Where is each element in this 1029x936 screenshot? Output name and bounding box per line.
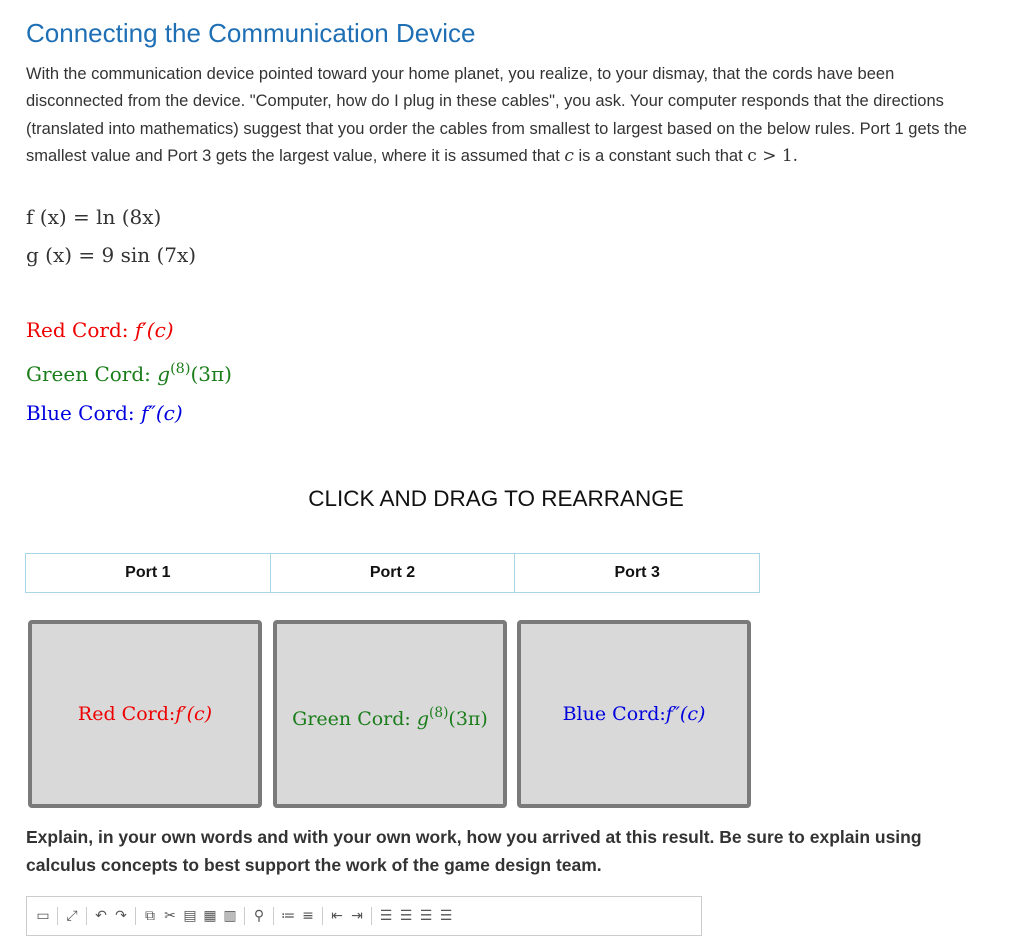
paste-text-icon[interactable]: ▦ <box>203 908 217 924</box>
cut-icon[interactable]: ✂ <box>164 908 176 924</box>
green-cord-description: Green Cord: g(8)(3π) <box>26 361 232 386</box>
port-2-header: Port 2 <box>271 554 516 592</box>
red-cord-expression: f′(c) <box>134 318 174 342</box>
page-title: Connecting the Communication Device <box>26 18 476 48</box>
toolbar-separator <box>86 907 87 925</box>
copy-icon[interactable]: ⧉ <box>145 908 155 924</box>
green-card-text: Green Cord: g(8)(3π) <box>292 705 488 730</box>
green-cord-arg: (3π) <box>190 362 232 386</box>
red-card-label: Red Cord: <box>77 703 176 725</box>
align-left-icon[interactable]: ☰ <box>379 908 393 924</box>
red-cord-description: Red Cord: f′(c) <box>26 318 174 342</box>
find-icon[interactable]: ⚲ <box>253 908 265 924</box>
redo-icon[interactable]: ↷ <box>115 908 127 924</box>
green-cord-label: Green Cord: <box>26 362 158 386</box>
port-3-header: Port 3 <box>614 564 660 581</box>
blue-card-expression: f″(c) <box>665 703 706 725</box>
justify-icon[interactable]: ☰ <box>439 908 453 924</box>
problem-description: With the communication device pointed to… <box>26 61 971 170</box>
red-cord-label: Red Cord: <box>26 318 135 342</box>
green-card-label: Green Cord: <box>292 708 417 730</box>
function-f: f (x) = ln (8x) <box>26 205 162 229</box>
green-card-arg: (3π) <box>448 708 488 730</box>
port-header-row: Port 1 Port 2 Port 3 <box>25 553 760 593</box>
bulleted-list-icon[interactable]: ≡ <box>302 908 314 924</box>
green-cord-order: (8) <box>170 361 191 378</box>
toolbar-separator <box>135 907 136 925</box>
drag-instruction: CLICK AND DRAG TO REARRANGE <box>308 486 684 511</box>
constant-inequality: c > 1. <box>747 145 799 166</box>
red-card-expression: f′(c) <box>175 703 213 725</box>
intro-mid: is a constant such that <box>573 146 748 165</box>
green-cord-card[interactable]: Green Cord: g(8)(3π) <box>273 620 507 808</box>
toolbar-separator <box>322 907 323 925</box>
paste-word-icon[interactable]: ▥ <box>223 908 237 924</box>
maximize-icon[interactable]: ⤢ <box>66 908 78 924</box>
editor-toolbar: ▭ ⤢ ↶ ↷ ⧉ ✂ ▤ ▦ ▥ ⚲ ≔ ≡ ⇤ ⇥ ☰ ☰ ☰ ☰ <box>26 896 702 936</box>
align-right-icon[interactable]: ☰ <box>419 908 433 924</box>
blue-cord-card[interactable]: Blue Cord: f″(c) <box>517 620 751 808</box>
red-cord-card[interactable]: Red Cord: f′(c) <box>28 620 262 808</box>
toolbar-separator <box>273 907 274 925</box>
function-g: g (x) = 9 sin (7x) <box>26 243 197 267</box>
green-card-order: (8) <box>429 705 449 722</box>
outdent-icon[interactable]: ⇤ <box>331 908 343 924</box>
toolbar-separator <box>57 907 58 925</box>
align-center-icon[interactable]: ☰ <box>399 908 413 924</box>
blue-cord-expression: f″(c) <box>140 401 183 425</box>
source-icon[interactable]: ▭ <box>36 908 50 924</box>
indent-icon[interactable]: ⇥ <box>351 908 363 924</box>
undo-icon[interactable]: ↶ <box>95 908 107 924</box>
blue-cord-label: Blue Cord: <box>26 401 141 425</box>
toolbar-separator <box>244 907 245 925</box>
green-card-base: g <box>416 708 430 730</box>
numbered-list-icon[interactable]: ≔ <box>281 908 295 924</box>
blue-card-label: Blue Cord: <box>562 703 666 725</box>
constant-c: c <box>564 145 574 166</box>
blue-cord-description: Blue Cord: f″(c) <box>26 401 183 425</box>
port-1-header: Port 1 <box>26 554 271 592</box>
paste-icon[interactable]: ▤ <box>183 908 197 924</box>
toolbar-separator <box>371 907 372 925</box>
green-cord-base: g <box>157 362 171 386</box>
intro-text: With the communication device pointed to… <box>26 65 967 165</box>
explain-prompt: Explain, in your own words and with your… <box>26 827 922 875</box>
